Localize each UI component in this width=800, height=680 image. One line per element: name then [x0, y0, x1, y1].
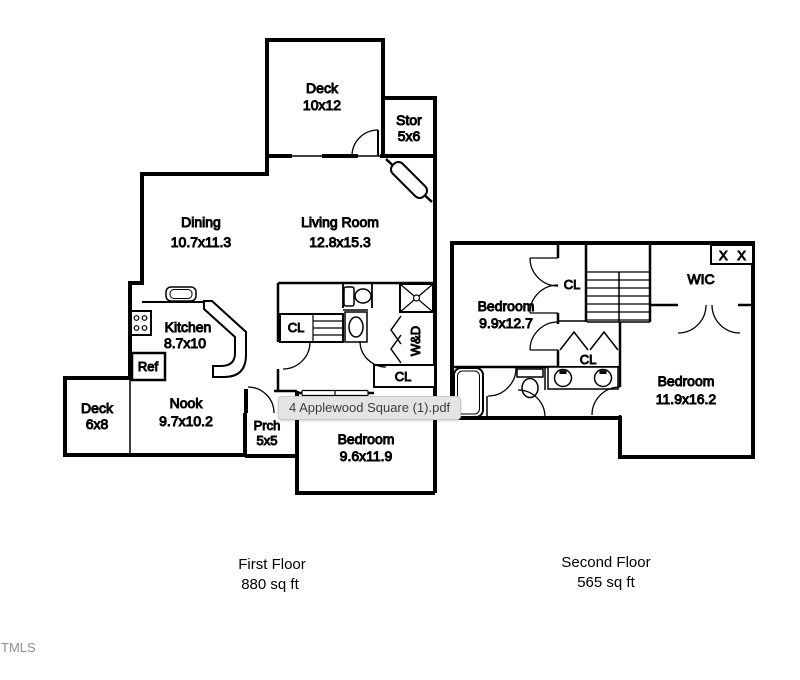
- sf-bedroom-large-label: Bedroom: [658, 373, 715, 389]
- ff-closet-shelves: [279, 313, 344, 343]
- ff-sink-vanity: [344, 311, 368, 343]
- ff-bedroom-label: Bedroom: [338, 431, 395, 447]
- sf-closet-upper-label: CL: [564, 277, 581, 292]
- tmls-watermark: TMLS: [1, 640, 36, 655]
- ff-toilet: [343, 286, 372, 307]
- ff-closet-bath-label: CL: [288, 320, 305, 335]
- living-room-label: Living Room: [301, 214, 379, 230]
- attic-access-box: [710, 244, 754, 265]
- dining-dims: 10.7x11.3: [171, 234, 232, 250]
- ff-closet-hall-label: CL: [395, 369, 412, 384]
- stor-label: Stor: [396, 112, 422, 128]
- ref-label: Ref: [138, 359, 159, 374]
- first-floor-area: 880 sq ft: [241, 576, 299, 593]
- attic-access-label: X X: [719, 248, 749, 263]
- filename-tooltip: 4 Applewood Square (1).pdf: [278, 396, 462, 420]
- refrigerator: [130, 351, 167, 382]
- ff-interior-walls: [274, 158, 435, 395]
- double-sink-vanity: [547, 366, 619, 390]
- sf-toilet: [516, 368, 544, 399]
- stor-dims: 5x6: [398, 128, 421, 144]
- ff-hall-closet: [373, 364, 436, 388]
- first-floor-caption: First Floor: [238, 556, 306, 573]
- ff-outer-walls: [63, 38, 437, 495]
- deck-upper-label: Deck: [306, 80, 339, 96]
- nook-label: Nook: [170, 395, 204, 411]
- kitchen-counter: [142, 300, 247, 378]
- first-floor-plan: Deck 10x12 Stor 5x6 Dining 10.7x11.3 Liv…: [63, 38, 437, 495]
- second-floor-plan: Bedroom 9.9x12.7 CL WIC X X CL Bedroom 1…: [450, 241, 755, 459]
- sf-bedroom-small-dims: 9.9x12.7: [479, 315, 533, 331]
- prch-dims: 5x5: [257, 433, 278, 448]
- second-floor-caption: Second Floor: [561, 554, 650, 571]
- sf-closet-mid-label: CL: [580, 352, 597, 367]
- floor-captions: First Floor 880 sq ft Second Floor 565 s…: [238, 554, 650, 593]
- sf-door-arcs: [487, 257, 741, 418]
- kitchen-sink: [165, 286, 197, 302]
- stove: [130, 310, 152, 336]
- sf-closet-bifold-doors: [559, 330, 619, 351]
- shower: [399, 283, 434, 313]
- prch-label: Prch: [254, 418, 281, 433]
- fireplace: [389, 160, 429, 200]
- wic-label: WIC: [687, 271, 714, 287]
- sf-bedroom-large-dims: 11.9x16.2: [656, 391, 717, 407]
- deck-lower-dims: 6x8: [86, 416, 109, 432]
- ff-door-arcs: [247, 129, 387, 414]
- deck-lower-label: Deck: [81, 400, 114, 416]
- kitchen-label: Kitchen: [165, 319, 212, 335]
- nook-dims: 9.7x10.2: [159, 413, 213, 429]
- bathtub: [453, 367, 484, 418]
- kitchen-dims: 8.7x10: [164, 335, 206, 351]
- staircase: [587, 271, 650, 323]
- deck-upper-dims: 10x12: [303, 97, 341, 113]
- second-floor-area: 565 sq ft: [577, 574, 635, 591]
- wd-bifold-doors: [390, 315, 402, 364]
- dining-label: Dining: [181, 214, 221, 230]
- ff-bedroom-dims: 9.6x11.9: [340, 448, 393, 464]
- living-room-dims: 12.8x15.3: [309, 234, 371, 250]
- sf-bedroom-small-label: Bedroom: [478, 298, 535, 314]
- washer-dryer-label: W&D: [408, 326, 423, 356]
